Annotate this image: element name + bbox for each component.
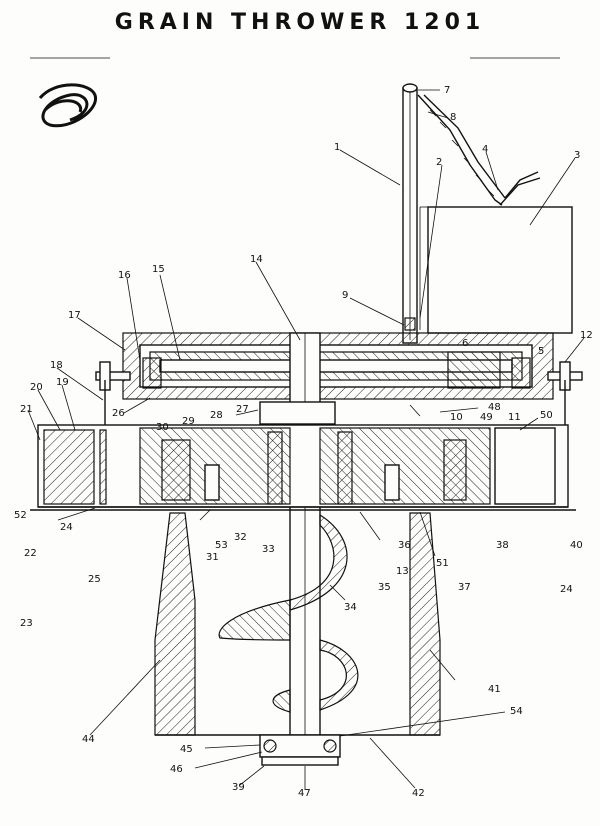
- label-3: 3: [574, 150, 580, 161]
- label-19: 19: [56, 377, 69, 388]
- label-41: 41: [488, 684, 501, 695]
- label-22: 22: [24, 548, 37, 559]
- motor-housing: [427, 206, 573, 334]
- label-31: 31: [206, 552, 219, 563]
- label-10: 10: [450, 412, 463, 423]
- label-42: 42: [412, 788, 425, 799]
- label-50: 50: [540, 410, 553, 421]
- label-24-right: 24: [560, 584, 573, 595]
- bottom-bearing: [259, 734, 341, 766]
- label-32: 32: [234, 532, 247, 543]
- label-8: 8: [450, 112, 456, 123]
- label-28: 28: [210, 410, 223, 421]
- label-36: 36: [398, 540, 411, 551]
- label-35: 35: [378, 582, 391, 593]
- label-40: 40: [570, 540, 583, 551]
- label-26: 26: [112, 408, 125, 419]
- label-13: 13: [396, 566, 409, 577]
- label-14: 14: [250, 254, 263, 265]
- label-21: 21: [20, 404, 33, 415]
- label-44: 44: [82, 734, 95, 745]
- label-9: 9: [342, 290, 348, 301]
- label-24-left: 24: [60, 522, 73, 533]
- label-7: 7: [444, 85, 450, 96]
- drive-shaft: [289, 332, 321, 764]
- label-33: 33: [262, 544, 275, 555]
- auger-flight: [218, 513, 359, 713]
- mast: [402, 83, 418, 344]
- label-5: 5: [538, 346, 544, 357]
- through-bolt-left: [95, 361, 131, 425]
- label-34: 34: [344, 602, 357, 613]
- label-51: 51: [436, 558, 449, 569]
- label-53: 53: [215, 540, 228, 551]
- drawing-title: GRAIN THROWER 1201: [114, 10, 486, 35]
- gear-case: [122, 332, 554, 400]
- label-54: 54: [510, 706, 523, 717]
- label-25: 25: [88, 574, 101, 585]
- label-45: 45: [180, 744, 193, 755]
- label-39: 39: [232, 782, 245, 793]
- through-bolt-right: [547, 361, 583, 425]
- label-47: 47: [298, 788, 311, 799]
- label-49: 49: [480, 412, 493, 423]
- label-27: 27: [236, 404, 249, 415]
- drive-belt: [417, 94, 541, 206]
- label-1: 1: [334, 142, 340, 153]
- label-15: 15: [152, 264, 165, 275]
- hopper-walls: [154, 512, 441, 736]
- label-12: 12: [580, 330, 593, 341]
- label-30: 30: [156, 422, 169, 433]
- label-52: 52: [14, 510, 27, 521]
- label-46: 46: [170, 764, 183, 775]
- leader-lines: [27, 89, 585, 790]
- label-16: 16: [118, 270, 131, 281]
- label-48: 48: [488, 402, 501, 413]
- label-23: 23: [20, 618, 33, 629]
- label-38: 38: [496, 540, 509, 551]
- label-2: 2: [436, 157, 442, 168]
- scribble-mark: [38, 83, 97, 128]
- part-labels: 7 8 1 2 4 3 16 15 14 9 17 12 6 5 18 20 1…: [14, 85, 593, 799]
- label-20: 20: [30, 382, 43, 393]
- label-37: 37: [458, 582, 471, 593]
- label-6: 6: [462, 338, 468, 349]
- label-11: 11: [508, 412, 521, 423]
- label-17: 17: [68, 310, 81, 321]
- label-4: 4: [482, 144, 488, 155]
- label-18: 18: [50, 360, 63, 371]
- label-29: 29: [182, 416, 195, 427]
- rotor-housing: [30, 401, 576, 511]
